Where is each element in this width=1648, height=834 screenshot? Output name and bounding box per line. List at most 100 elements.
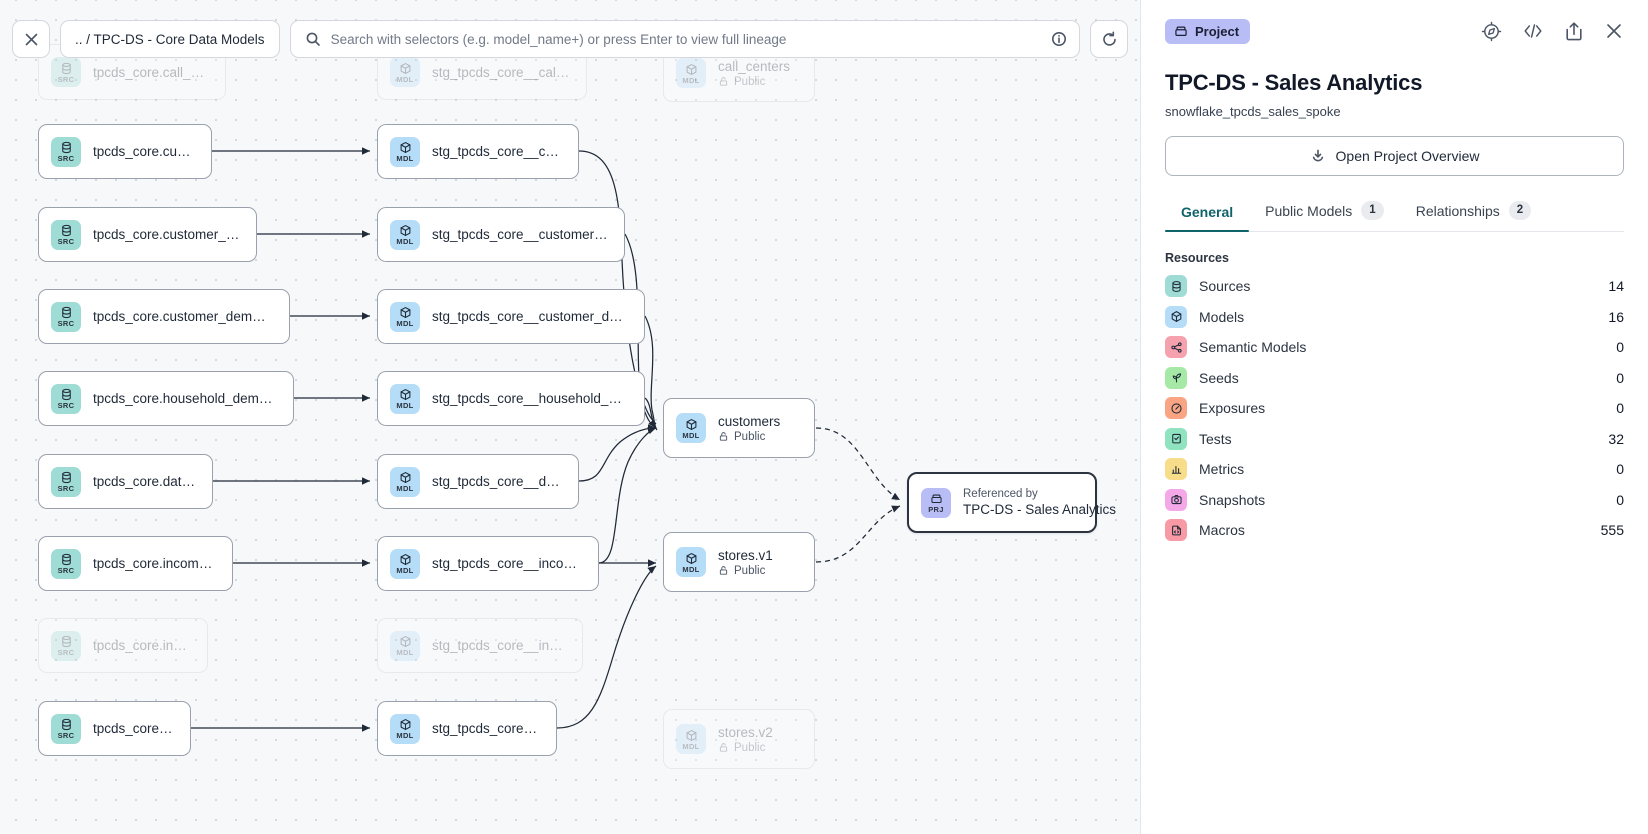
graph-node-mdl-stg-store[interactable]: MDL stg_tpcds_core__store: [377, 701, 557, 756]
close-canvas-button[interactable]: [12, 20, 50, 58]
node-visibility-label: Public: [734, 430, 766, 443]
graph-node-src-income-band[interactable]: SRC tpcds_core.income_band: [38, 536, 233, 591]
refresh-icon: [1102, 31, 1116, 46]
badge-tag: MDL: [682, 430, 700, 440]
resource-label: Metrics: [1199, 461, 1245, 478]
panel-header: Project: [1165, 16, 1624, 46]
graph-nodes-icon: [1165, 336, 1187, 359]
cube-icon: [400, 225, 410, 237]
refresh-button[interactable]: [1090, 20, 1128, 58]
badge-tag: SRC: [57, 731, 75, 741]
graph-node-mdl-stg-household-demographics[interactable]: MDL stg_tpcds_core__household_demogr…: [377, 371, 645, 426]
resource-row-semantic-models[interactable]: Semantic Models 0: [1165, 332, 1624, 363]
breadcrumb[interactable]: .. / TPC-DS - Core Data Models: [60, 20, 280, 58]
node-label: tpcds_core.date_dim: [93, 474, 196, 489]
graph-node-mdl-customers[interactable]: MDL customers Public: [663, 398, 815, 458]
graph-node-src-store[interactable]: SRC tpcds_core.store: [38, 701, 191, 756]
download-icon: [1312, 149, 1323, 162]
resource-label: Macros: [1199, 522, 1245, 539]
graph-node-mdl-stores-v2: MDL stores.v2 Public: [663, 709, 815, 769]
cube-icon: [400, 389, 410, 401]
open-project-overview-button[interactable]: Open Project Overview: [1165, 136, 1624, 176]
resource-count: 0: [1616, 369, 1624, 386]
node-label: stg_tpcds_core__date_dim: [432, 474, 562, 489]
badge-tag: SRC: [57, 484, 75, 494]
close-icon[interactable]: [1604, 21, 1624, 41]
resource-row-exposures[interactable]: Exposures 0: [1165, 393, 1624, 424]
badge-tag: SRC: [57, 566, 75, 576]
cube-icon: [400, 636, 410, 648]
resource-type-chip[interactable]: Project: [1165, 18, 1251, 44]
clipboard-check-icon: [1171, 434, 1181, 444]
resource-row-macros[interactable]: Macros 555: [1165, 515, 1624, 546]
graph-node-mdl-stg-customer[interactable]: MDL stg_tpcds_core__customer: [377, 124, 579, 179]
node-visibility: Public: [718, 565, 773, 577]
node-label: tpcds_core.inventory: [93, 638, 191, 653]
node-text: stg_tpcds_core__call_center: [432, 65, 570, 80]
resource-row-metrics[interactable]: Metrics 0: [1165, 454, 1624, 485]
tab-count: 1: [1361, 201, 1384, 220]
resource-label: Semantic Models: [1199, 339, 1307, 356]
search-bar[interactable]: [289, 20, 1080, 58]
badge-tag: MDL: [682, 564, 700, 574]
graph-node-src-date-dim[interactable]: SRC tpcds_core.date_dim: [38, 454, 213, 509]
graph-node-prj-referenced-by[interactable]: PRJ Referenced by TPC-DS - Sales Analyti…: [907, 472, 1116, 533]
graph-node-mdl-stg-income-band[interactable]: MDL stg_tpcds_core__income_band: [377, 536, 599, 591]
badge-tag: MDL: [682, 75, 700, 85]
bar-chart-icon: [1171, 465, 1181, 474]
resource-row-tests[interactable]: Tests 32: [1165, 424, 1624, 455]
graph-node-src-customer-demographics[interactable]: SRC tpcds_core.customer_demographics: [38, 289, 290, 344]
graph-node-src-customer-address[interactable]: SRC tpcds_core.customer_address: [38, 207, 257, 262]
node-label: tpcds_core.store: [93, 721, 174, 736]
resource-label: Tests: [1199, 430, 1232, 447]
resource-type-label: Project: [1195, 23, 1240, 39]
graph-node-mdl-stores-v1[interactable]: MDL stores.v1 Public: [663, 532, 815, 592]
resource-row-models[interactable]: Models 16: [1165, 302, 1624, 333]
badge-tag: SRC: [57, 74, 75, 84]
node-label: stores.v1: [718, 547, 773, 563]
cube-icon: [400, 62, 410, 74]
node-visibility: Public: [718, 76, 790, 88]
node-text: call_centers Public: [718, 59, 790, 88]
model-badge: MDL: [390, 548, 420, 579]
tab-general[interactable]: General: [1165, 204, 1250, 232]
cube-icon: [686, 418, 696, 430]
graph-node-src-customer[interactable]: SRC tpcds_core.customer: [38, 124, 212, 179]
graph-node-mdl-stg-customer-address[interactable]: MDL stg_tpcds_core__customer_address: [377, 207, 625, 262]
source-badge: SRC: [51, 219, 81, 250]
resource-row-snapshots[interactable]: Snapshots 0: [1165, 485, 1624, 516]
graph-node-mdl-stg-date-dim[interactable]: MDL stg_tpcds_core__date_dim: [377, 454, 579, 509]
badge-tag: MDL: [396, 648, 414, 658]
share-icon[interactable]: [1564, 21, 1584, 42]
node-text: stg_tpcds_core__date_dim: [432, 474, 562, 489]
node-text: tpcds_core.income_band: [93, 556, 216, 571]
badge-tag: MDL: [396, 566, 414, 576]
node-label: stg_tpcds_core__customer_demogra…: [432, 309, 628, 324]
info-icon[interactable]: [1051, 31, 1067, 47]
node-label: stg_tpcds_core__household_demogr…: [432, 391, 628, 406]
graph-node-src-household-demographics[interactable]: SRC tpcds_core.household_demographics: [38, 371, 294, 426]
node-text: tpcds_core.inventory: [93, 638, 191, 653]
code-icon[interactable]: [1522, 21, 1544, 41]
node-text: stg_tpcds_core__income_band: [432, 556, 582, 571]
node-text: stores.v1 Public: [718, 548, 773, 577]
project-icon: [1175, 26, 1187, 36]
resource-count: 32: [1608, 430, 1624, 447]
gauge-icon: [1170, 403, 1182, 414]
explore-icon[interactable]: [1481, 21, 1502, 42]
search-input[interactable]: [330, 31, 1041, 47]
node-text: Referenced by TPC-DS - Sales Analytics: [963, 488, 1116, 517]
resource-row-sources[interactable]: Sources 14: [1165, 271, 1624, 302]
lineage-canvas[interactable]: .. / TPC-DS - Core Data Models: [0, 0, 1140, 834]
tab-count: 2: [1508, 201, 1532, 220]
database-icon: [61, 62, 71, 74]
resource-row-seeds[interactable]: Seeds 0: [1165, 363, 1624, 394]
graph-node-mdl-stg-customer-demographics[interactable]: MDL stg_tpcds_core__customer_demogra…: [377, 289, 645, 344]
model-badge: MDL: [676, 724, 706, 754]
node-text: tpcds_core.call_center: [93, 65, 209, 80]
model-badge: MDL: [390, 57, 420, 87]
database-icon: [61, 554, 71, 566]
